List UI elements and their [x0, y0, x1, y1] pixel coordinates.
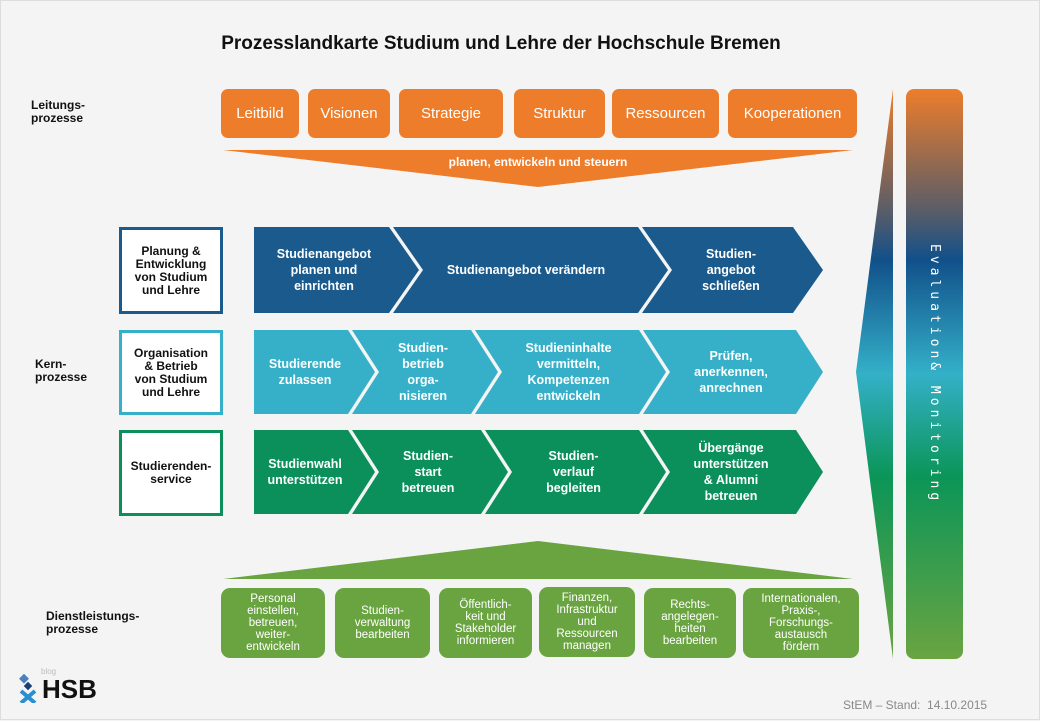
step-r2-3[interactable]: Studieninhalte vermitteln, Kompetenzen e…	[525, 341, 612, 403]
leitung-struktur[interactable]: Struktur	[514, 89, 605, 138]
dienst-personal[interactable]: Personal einstellen, betreuen, weiter- e…	[221, 588, 325, 658]
label-leitungsprozesse: Leitungs- prozesse	[31, 98, 85, 125]
leitung-strategie[interactable]: Strategie	[399, 89, 503, 138]
step-r3-4[interactable]: Übergänge unterstützen & Alumni betreuen	[693, 441, 769, 503]
leitung-kooperationen[interactable]: Kooperationen	[728, 89, 857, 138]
evaluation-text: Evaluation& Monitoring	[906, 89, 963, 659]
dienst-studienverwaltung[interactable]: Studien- verwaltung bearbeiten	[335, 588, 430, 658]
leitung-visionen[interactable]: Visionen	[308, 89, 390, 138]
logo-blog: blog	[41, 667, 57, 676]
chevron-r2-1	[254, 330, 375, 414]
step-r2-4[interactable]: Prüfen, anerkennen, anrechnen	[694, 349, 768, 395]
dienst-recht[interactable]: Rechts- angelegen- heiten bearbeiten	[644, 588, 736, 658]
label-dienstleistungsprozesse: Dienstleistungs- prozesse	[46, 609, 140, 636]
evaluation-label: Evaluation& Monitoring	[927, 243, 942, 505]
evaluation-wedge	[856, 89, 893, 659]
kern-label-organisation: Organisation & Betrieb von Studium und L…	[119, 330, 223, 415]
planen-banner	[223, 150, 853, 187]
evaluation-bar	[906, 89, 963, 659]
step-r2-1[interactable]: Studierende zulassen	[268, 357, 342, 387]
dienst-oeffentlichkeit[interactable]: Öffentlich- keit und Stakeholder informi…	[439, 588, 532, 658]
step-r3-2[interactable]: Studien- start betreuen	[401, 449, 455, 495]
planen-banner-text: planen, entwickeln und steuern	[448, 155, 628, 169]
logo-hsb[interactable]: HSB	[42, 674, 97, 704]
step-r1-1[interactable]: Studienangebot planen und einrichten	[276, 247, 372, 293]
step-r2-2[interactable]: Studien- betrieb orga- nisieren	[398, 341, 448, 403]
leitung-leitbild[interactable]: Leitbild	[221, 89, 299, 138]
kern-label-planung: Planung & Entwicklung von Studium und Le…	[119, 227, 223, 314]
chevron-r1-2	[393, 227, 668, 313]
footer-stand: StEM – Stand: 14.10.2015	[843, 698, 988, 712]
step-r1-2[interactable]: Studienangebot verändern	[446, 263, 606, 277]
kern-label-service: Studierenden- service	[119, 430, 223, 516]
chevron-r3-3	[485, 430, 666, 514]
step-r3-3[interactable]: Studien- verlauf begleiten	[546, 449, 601, 495]
chevron-r1-3	[642, 227, 823, 313]
hsb-logo-icon	[17, 673, 41, 705]
leitung-ressourcen[interactable]: Ressourcen	[612, 89, 719, 138]
label-kernprozesse: Kern- prozesse	[35, 357, 88, 384]
step-r3-1[interactable]: Studienwahl unterstützen	[267, 457, 343, 487]
dienst-finanzen[interactable]: Finanzen, Infrastruktur und Ressourcen m…	[539, 587, 635, 657]
dienst-banner	[223, 541, 853, 579]
step-r1-3[interactable]: Studien- angebot schließen	[702, 247, 760, 293]
page-title: Prozesslandkarte Studium und Lehre der H…	[221, 33, 781, 54]
chevron-r2-2	[352, 330, 498, 414]
chevron-r3-2	[352, 430, 508, 514]
dienst-international[interactable]: Internationalen, Praxis-, Forschungs- au…	[743, 588, 859, 658]
chevron-r3-1	[254, 430, 375, 514]
chevron-r1-1	[254, 227, 419, 313]
chevron-r3-4	[643, 430, 823, 514]
chevron-r2-4	[643, 330, 823, 414]
chevron-r2-3	[475, 330, 666, 414]
